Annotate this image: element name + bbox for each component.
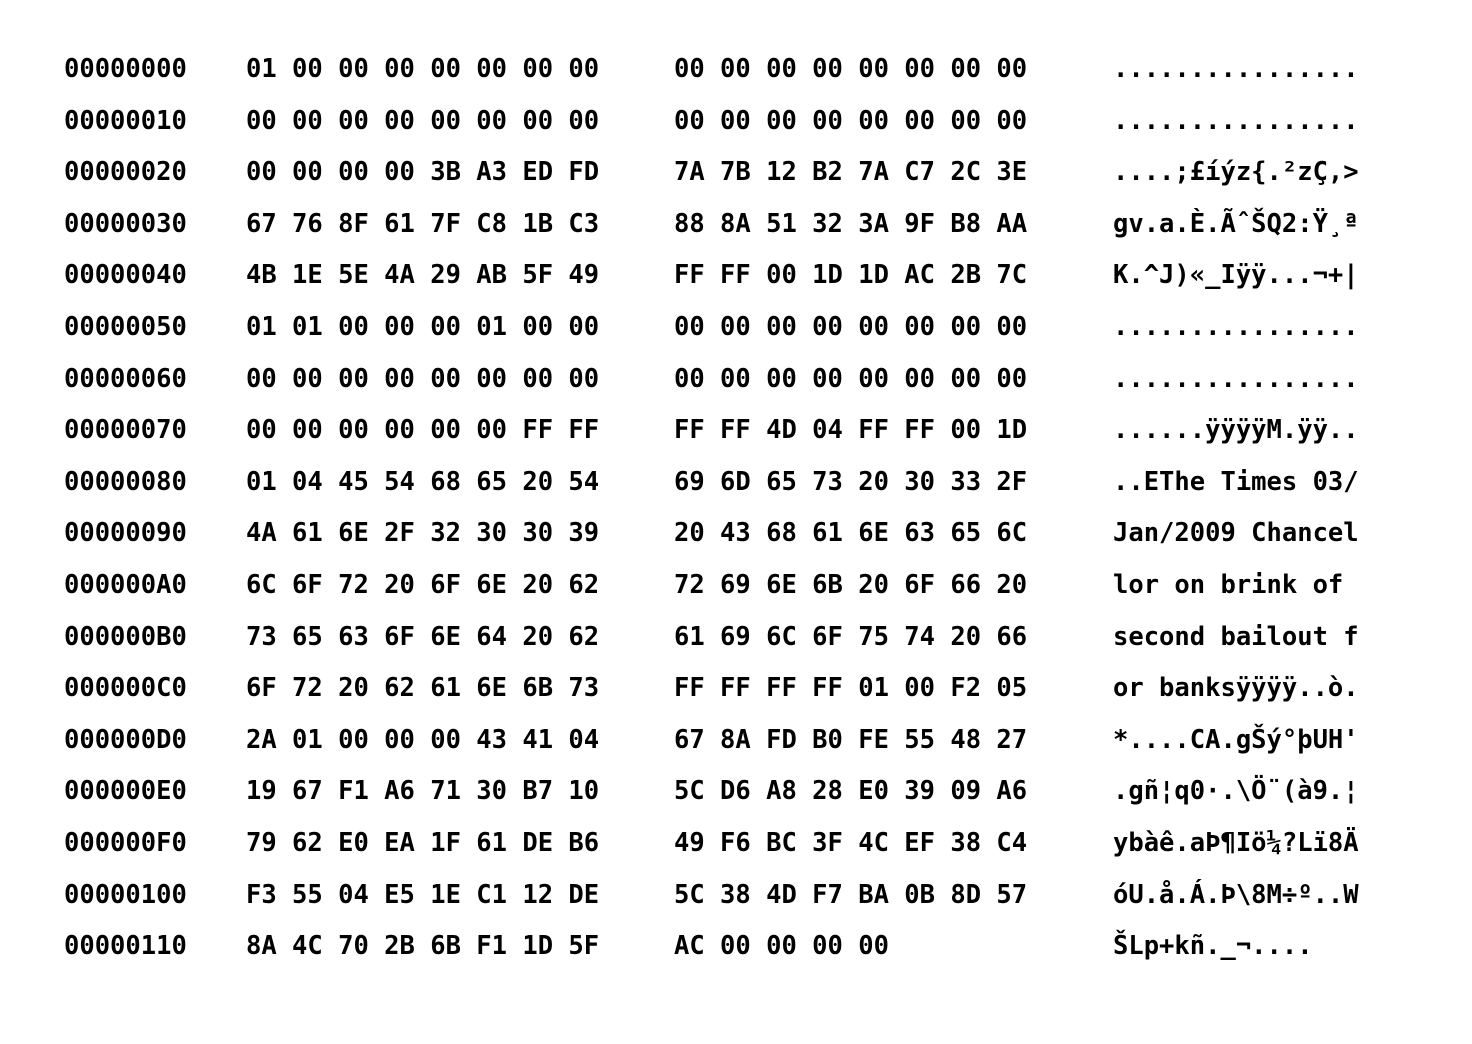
offset-column: 000000B0 (64, 621, 187, 652)
hex-bytes-group-2: 72 69 6E 6B 20 6F 66 20 (674, 569, 1028, 600)
hex-bytes-group-2: 88 8A 51 32 3A 9F B8 AA (674, 208, 1028, 239)
ascii-column: lor on brink of (1113, 569, 1359, 600)
offset-column: 00000010 (64, 105, 187, 136)
hex-bytes-group-2: 5C D6 A8 28 E0 39 09 A6 (674, 776, 1028, 807)
hex-bytes-group-1: 01 00 00 00 00 00 00 00 (246, 54, 600, 84)
ascii-column: óU.å.Á.Þ\8M÷º..W (1113, 879, 1359, 910)
ascii-column: .gñ¦q0·.\Ö¨(à9.¦ (1113, 776, 1359, 807)
hex-bytes-group-1: 19 67 F1 A6 71 30 B7 10 (246, 776, 600, 807)
hex-row[interactable]: 00000020 00 00 00 00 3B A3 ED FD 7A 7B 12 … (0, 147, 1472, 199)
hex-bytes-group-1: 01 04 45 54 68 65 20 54 (246, 466, 600, 497)
offset-column: 00000030 (64, 208, 187, 239)
hex-bytes-group-2: 00 00 00 00 00 00 00 00 (674, 311, 1028, 342)
offset-column: 00000100 (64, 879, 187, 910)
offset-column: 00000080 (64, 466, 187, 497)
hex-bytes-group-1: 00 00 00 00 00 00 00 00 (246, 105, 600, 136)
offset-column: 000000E0 (64, 776, 187, 807)
hex-bytes-group-1: 00 00 00 00 3B A3 ED FD (246, 157, 600, 188)
ascii-column: ................ (1113, 363, 1359, 394)
hex-bytes-group-2: 69 6D 65 73 20 30 33 2F (674, 466, 1028, 497)
hex-row[interactable]: 000000E0 19 67 F1 A6 71 30 B7 10 5C D6 A8 … (0, 766, 1472, 818)
hex-row[interactable]: 000000F0 79 62 E0 EA 1F 61 DE B6 49 F6 BC … (0, 818, 1472, 870)
hex-bytes-group-2: 61 69 6C 6F 75 74 20 66 (674, 621, 1028, 652)
hex-bytes-group-1: 00 00 00 00 00 00 00 00 (246, 363, 600, 394)
ascii-column: ................ (1113, 105, 1359, 136)
ascii-column: gv.a.È.ÃˆŠQ2:Ÿ¸ª (1113, 208, 1359, 239)
hex-row[interactable]: 000000A0 6C 6F 72 20 6F 6E 20 62 72 69 6E … (0, 560, 1472, 612)
hex-bytes-group-2: 67 8A FD B0 FE 55 48 27 (674, 724, 1028, 755)
hex-row[interactable]: 00000000 01 00 00 00 00 00 00 00 00 00 00 … (0, 44, 1472, 96)
hex-bytes-group-1: 79 62 E0 EA 1F 61 DE B6 (246, 827, 600, 858)
hex-row[interactable]: 000000D0 2A 01 00 00 00 43 41 04 67 8A FD … (0, 715, 1472, 767)
hex-bytes-group-2: 00 00 00 00 00 00 00 00 (674, 105, 1028, 136)
hex-bytes-group-1: 01 01 00 00 00 01 00 00 (246, 311, 600, 342)
ascii-column: ....;£íýz{.²zÇ,> (1113, 157, 1359, 188)
hex-bytes-group-2: FF FF 4D 04 FF FF 00 1D (674, 415, 1028, 446)
ascii-column: ................ (1113, 54, 1359, 84)
hex-row[interactable]: 00000100 F3 55 04 E5 1E C1 12 DE 5C 38 4D … (0, 870, 1472, 922)
ascii-column: ybàê.aÞ¶Iö¼?Lï8Ä (1113, 827, 1359, 858)
hex-bytes-group-1: F3 55 04 E5 1E C1 12 DE (246, 879, 600, 910)
hex-bytes-group-1: 67 76 8F 61 7F C8 1B C3 (246, 208, 600, 239)
offset-column: 000000D0 (64, 724, 187, 755)
hex-bytes-group-2: FF FF FF FF 01 00 F2 05 (674, 673, 1028, 704)
hex-bytes-group-2: 00 00 00 00 00 00 00 00 (674, 54, 1028, 84)
hex-row[interactable]: 00000050 01 01 00 00 00 01 00 00 00 00 00 … (0, 302, 1472, 354)
offset-column: 00000040 (64, 260, 187, 291)
offset-column: 00000050 (64, 311, 187, 342)
hex-bytes-group-1: 00 00 00 00 00 00 FF FF (246, 415, 600, 446)
ascii-column: ......ÿÿÿÿM.ÿÿ.. (1113, 415, 1359, 446)
ascii-column: ................ (1113, 311, 1359, 342)
offset-column: 000000C0 (64, 673, 187, 704)
offset-column: 000000A0 (64, 569, 187, 600)
offset-column: 00000110 (64, 931, 187, 962)
hex-bytes-group-2: AC 00 00 00 00 (674, 931, 889, 962)
hex-row[interactable]: 000000C0 6F 72 20 62 61 6E 6B 73 FF FF FF … (0, 663, 1472, 715)
hex-bytes-group-2: 20 43 68 61 6E 63 65 6C (674, 518, 1028, 549)
ascii-column: *....CA.gŠý°þUH' (1113, 724, 1359, 755)
hex-row[interactable]: 00000040 4B 1E 5E 4A 29 AB 5F 49 FF FF 00 … (0, 250, 1472, 302)
hex-row[interactable]: 00000060 00 00 00 00 00 00 00 00 00 00 00 … (0, 354, 1472, 406)
offset-column: 000000F0 (64, 827, 187, 858)
hex-bytes-group-1: 2A 01 00 00 00 43 41 04 (246, 724, 600, 755)
ascii-column: ŠLp+kñ._¬.... (1113, 931, 1313, 962)
ascii-column: Jan/2009 Chancel (1113, 518, 1359, 549)
offset-column: 00000020 (64, 157, 187, 188)
offset-column: 00000090 (64, 518, 187, 549)
hex-row[interactable]: 00000030 67 76 8F 61 7F C8 1B C3 88 8A 51 … (0, 199, 1472, 251)
hex-row[interactable]: 000000B0 73 65 63 6F 6E 64 20 62 61 69 6C … (0, 612, 1472, 664)
offset-column: 00000060 (64, 363, 187, 394)
ascii-column: K.^J)«_Iÿÿ...¬+| (1113, 260, 1359, 291)
offset-column: 00000070 (64, 415, 187, 446)
hex-bytes-group-2: 5C 38 4D F7 BA 0B 8D 57 (674, 879, 1028, 910)
hex-bytes-group-1: 4A 61 6E 2F 32 30 30 39 (246, 518, 600, 549)
ascii-column: or banksÿÿÿÿ..ò. (1113, 673, 1359, 704)
hex-bytes-group-2: 00 00 00 00 00 00 00 00 (674, 363, 1028, 394)
ascii-column: second bailout f (1113, 621, 1359, 652)
hex-bytes-group-1: 6C 6F 72 20 6F 6E 20 62 (246, 569, 600, 600)
hex-row[interactable]: 00000080 01 04 45 54 68 65 20 54 69 6D 65 … (0, 457, 1472, 509)
hex-bytes-group-1: 8A 4C 70 2B 6B F1 1D 5F (246, 931, 600, 962)
hex-bytes-group-2: 7A 7B 12 B2 7A C7 2C 3E (674, 157, 1028, 188)
hex-bytes-group-2: FF FF 00 1D 1D AC 2B 7C (674, 260, 1028, 291)
hex-bytes-group-2: 49 F6 BC 3F 4C EF 38 C4 (674, 827, 1028, 858)
hex-row[interactable]: 00000010 00 00 00 00 00 00 00 00 00 00 00 … (0, 96, 1472, 148)
offset-column: 00000000 (64, 54, 187, 84)
hex-bytes-group-1: 73 65 63 6F 6E 64 20 62 (246, 621, 600, 652)
hex-row[interactable]: 00000090 4A 61 6E 2F 32 30 30 39 20 43 68 … (0, 508, 1472, 560)
hex-bytes-group-1: 6F 72 20 62 61 6E 6B 73 (246, 673, 600, 704)
ascii-column: ..EThe Times 03/ (1113, 466, 1359, 497)
hex-row[interactable]: 00000070 00 00 00 00 00 00 FF FF FF FF 4D … (0, 405, 1472, 457)
hex-bytes-group-1: 4B 1E 5E 4A 29 AB 5F 49 (246, 260, 600, 291)
hex-row[interactable]: 00000110 8A 4C 70 2B 6B F1 1D 5F AC 00 00 … (0, 921, 1472, 973)
